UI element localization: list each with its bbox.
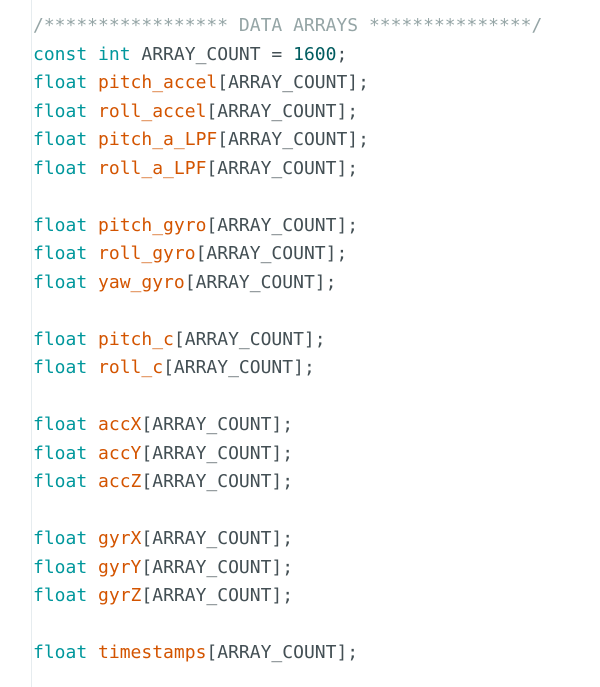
code-text: [ARRAY_COUNT]; (206, 157, 359, 179)
code-text (87, 414, 98, 435)
code-identifier: roll_c (98, 357, 164, 378)
code-text: [ARRAY_COUNT]; (141, 471, 294, 492)
code-text (87, 471, 98, 492)
code-text: [ARRAY_COUNT]; (217, 72, 369, 93)
indent-guide (31, 0, 32, 687)
code-line[interactable] (33, 383, 542, 412)
code-keyword: float (33, 585, 88, 606)
code-identifier: roll_accel (98, 100, 207, 122)
code-text: [ARRAY_COUNT]; (173, 328, 326, 350)
code-text: [ARRAY_COUNT]; (217, 129, 369, 150)
code-line[interactable] (33, 183, 542, 212)
code-identifier: accY (98, 442, 142, 464)
code-comment: /***************** DATA ARRAYS *********… (33, 15, 543, 36)
code-text: [ARRAY_COUNT]; (206, 642, 359, 663)
code-keyword: float (33, 442, 88, 464)
code-text (87, 215, 98, 236)
code-line[interactable] (33, 297, 542, 326)
code-text: [ARRAY_COUNT]; (141, 556, 294, 578)
code-text: [ARRAY_COUNT]; (163, 357, 315, 378)
code-line[interactable]: float gyrX[ARRAY_COUNT]; (33, 525, 542, 554)
code-text (87, 357, 98, 378)
code-identifier: yaw_gyro (98, 271, 185, 293)
code-text: [ARRAY_COUNT]; (141, 414, 294, 435)
code-keyword: float (33, 157, 88, 179)
code-text (87, 443, 98, 464)
code-line[interactable]: float roll_c[ARRAY_COUNT]; (33, 354, 542, 383)
code-line[interactable]: float accZ[ARRAY_COUNT]; (33, 468, 542, 497)
code-identifier: gyrY (98, 556, 142, 578)
code-text: [ARRAY_COUNT]; (141, 528, 294, 549)
code-line[interactable]: const int ARRAY_COUNT = 1600; (33, 41, 542, 70)
code-line[interactable]: float roll_gyro[ARRAY_COUNT]; (33, 240, 542, 269)
code-text (87, 129, 98, 150)
code-keyword: float (33, 528, 88, 549)
code-identifier: pitch_a_LPF (98, 129, 218, 150)
code-line[interactable]: /***************** DATA ARRAYS *********… (33, 12, 542, 41)
code-line[interactable] (33, 611, 542, 640)
code-keyword: float (33, 72, 88, 93)
code-line[interactable] (33, 497, 542, 526)
code-text: ARRAY_COUNT = (130, 43, 294, 65)
code-identifier: pitch_accel (98, 72, 218, 93)
code-keyword: float (33, 243, 88, 264)
code-text: [ARRAY_COUNT]; (184, 271, 337, 293)
code-text (87, 329, 98, 350)
code-keyword: float (33, 414, 88, 435)
code-text (87, 243, 98, 264)
code-identifier: accZ (98, 471, 142, 492)
code-keyword: float (33, 129, 88, 150)
code-keyword: float (33, 214, 88, 236)
code-keyword: const (33, 43, 88, 65)
code-keyword: float (33, 642, 88, 663)
code-text: [ARRAY_COUNT]; (141, 442, 294, 464)
code-line[interactable]: float pitch_gyro[ARRAY_COUNT]; (33, 212, 542, 241)
code-lines[interactable]: /***************** DATA ARRAYS *********… (33, 12, 542, 668)
code-text: [ARRAY_COUNT]; (206, 214, 359, 236)
code-identifier: roll_a_LPF (98, 157, 207, 179)
code-line[interactable]: float timestamps[ARRAY_COUNT]; (33, 639, 542, 668)
code-identifier: gyrZ (98, 585, 142, 606)
code-text (87, 72, 98, 93)
code-text (87, 44, 98, 65)
code-line[interactable]: float accX[ARRAY_COUNT]; (33, 411, 542, 440)
code-line[interactable]: float pitch_c[ARRAY_COUNT]; (33, 326, 542, 355)
code-line[interactable]: float gyrZ[ARRAY_COUNT]; (33, 582, 542, 611)
code-identifier: accX (98, 414, 142, 435)
code-line[interactable]: float roll_accel[ARRAY_COUNT]; (33, 98, 542, 127)
code-identifier: pitch_c (98, 328, 174, 350)
code-text: [ARRAY_COUNT]; (195, 243, 348, 264)
code-identifier: pitch_gyro (98, 214, 207, 236)
code-number: 1600 (293, 43, 337, 65)
code-text (87, 272, 98, 293)
code-keyword: float (33, 471, 88, 492)
code-line[interactable]: float gyrY[ARRAY_COUNT]; (33, 554, 542, 583)
code-text: [ARRAY_COUNT]; (141, 585, 294, 606)
code-text: ; (336, 43, 348, 65)
code-line[interactable]: float accY[ARRAY_COUNT]; (33, 440, 542, 469)
code-keyword: float (33, 100, 88, 122)
code-text (87, 642, 98, 663)
code-text (87, 158, 98, 179)
code-line[interactable]: float roll_a_LPF[ARRAY_COUNT]; (33, 155, 542, 184)
code-identifier: roll_gyro (98, 243, 196, 264)
code-keyword: float (33, 556, 88, 578)
code-keyword: float (33, 328, 88, 350)
code-line[interactable]: float yaw_gyro[ARRAY_COUNT]; (33, 269, 542, 298)
code-keyword: int (98, 43, 131, 65)
code-line[interactable]: float pitch_a_LPF[ARRAY_COUNT]; (33, 126, 542, 155)
code-text (87, 557, 98, 578)
code-line[interactable]: float pitch_accel[ARRAY_COUNT]; (33, 69, 542, 98)
code-text (87, 585, 98, 606)
code-text (87, 101, 98, 122)
code-text (87, 528, 98, 549)
code-identifier: timestamps (98, 642, 207, 663)
code-keyword: float (33, 271, 88, 293)
code-text: [ARRAY_COUNT]; (206, 100, 359, 122)
code-keyword: float (33, 357, 88, 378)
code-identifier: gyrX (98, 528, 142, 549)
